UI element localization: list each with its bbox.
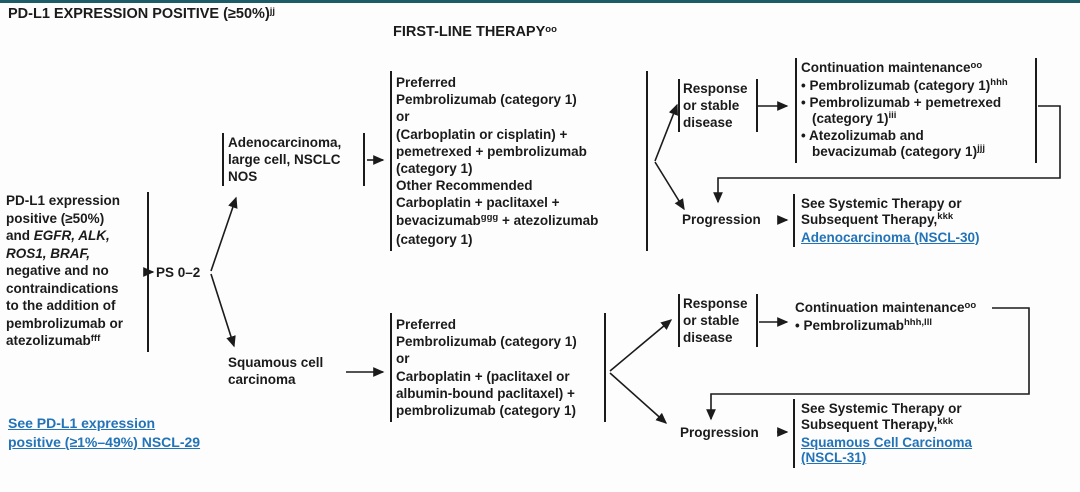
squamous-label: Squamous cell carcinoma bbox=[228, 354, 323, 388]
text-segment: Continuation maintenance bbox=[795, 300, 965, 315]
text-segment: disease bbox=[683, 330, 733, 345]
text-segment: negative and no bbox=[6, 263, 109, 278]
connector-preferred-bottom-to-progression bbox=[609, 372, 668, 424]
progression-bottom-label: Progression bbox=[680, 424, 759, 441]
text-segment: Other Recommended bbox=[396, 178, 533, 194]
text-segment: atezolizumab bbox=[6, 333, 91, 348]
text-segment: kkk bbox=[937, 416, 954, 428]
text-segment: Progression bbox=[682, 212, 761, 227]
link-nscl-31[interactable]: Squamous Cell Carcinoma bbox=[801, 434, 973, 450]
text-segment: • Pembrolizumab bbox=[795, 317, 904, 333]
text-segment: Pembrolizumab (category 1) bbox=[396, 334, 577, 350]
text-segment: Response bbox=[683, 81, 748, 96]
text-segment: ROS1, BRAF, bbox=[6, 245, 91, 261]
text-segment: to the addition of bbox=[6, 298, 116, 313]
text-segment: Preferred bbox=[396, 75, 457, 90]
text-segment: Pembrolizumab (category 1) bbox=[396, 92, 577, 108]
text-segment: hhh,lll bbox=[904, 317, 932, 328]
connector-ps-to-squamous bbox=[210, 273, 236, 348]
text-segment: Subsequent Therapy, bbox=[801, 211, 938, 227]
footer-nscl-29-link[interactable]: See PD-L1 expression positive (≥1%–49%) N… bbox=[8, 414, 200, 452]
text-segment: positive (≥50%) bbox=[6, 210, 105, 226]
text-segment: hhh bbox=[990, 77, 1008, 88]
text-segment: (category 1) bbox=[396, 231, 473, 247]
text-segment: albumin-bound paclitaxel) + bbox=[396, 385, 575, 401]
text-segment: + atezolizumab bbox=[498, 212, 599, 228]
text-segment: (Carboplatin or cisplatin) + bbox=[396, 126, 568, 142]
text-segment: jj bbox=[269, 5, 276, 17]
link-nscl-31[interactable]: (NSCL-31) bbox=[801, 450, 867, 466]
text-segment: • Pembrolizumab (category 1) bbox=[801, 77, 991, 93]
response-bottom-box: Response or stable disease bbox=[678, 294, 758, 347]
text-segment: iii bbox=[888, 110, 897, 121]
text-segment: • Pembrolizumab + pemetrexed bbox=[801, 95, 1002, 110]
text-segment: carcinoma bbox=[228, 372, 296, 387]
connector-preferred-bottom-to-response bbox=[609, 319, 673, 372]
text-segment: FIRST-LINE THERAPY bbox=[393, 24, 546, 40]
text-segment: NOS bbox=[228, 169, 258, 184]
link-nscl-29[interactable]: See PD-L1 expression bbox=[8, 415, 156, 431]
text-segment: jjj bbox=[977, 143, 985, 154]
text-segment: PS 0–2 bbox=[156, 265, 201, 280]
link-nscl-29[interactable]: positive (≥1%–49%) NSCL-29 bbox=[8, 434, 201, 450]
text-segment: or bbox=[396, 351, 410, 367]
connector-ps-to-adeno bbox=[210, 196, 238, 272]
text-segment: Progression bbox=[680, 425, 759, 440]
connector-preferred-top-to-progression bbox=[654, 161, 685, 211]
text-segment: PD-L1 expression bbox=[6, 193, 121, 208]
text-segment: (category 1) bbox=[812, 110, 889, 126]
maintenance-adeno-box: Continuation maintenanceoo • Pembrolizuma… bbox=[795, 58, 1037, 163]
text-segment: EGFR, ALK, bbox=[33, 228, 110, 243]
text-segment: Squamous cell bbox=[228, 355, 324, 370]
text-segment: oo bbox=[970, 59, 983, 71]
text-segment: kkk bbox=[937, 211, 954, 223]
text-segment: Response bbox=[683, 296, 748, 311]
text-segment: See Systemic Therapy or bbox=[801, 196, 962, 211]
progression-top-label: Progression bbox=[682, 211, 761, 228]
text-segment: or stable bbox=[683, 98, 740, 113]
criteria-box: PD-L1 expression positive (≥50%) and EGFR,… bbox=[6, 192, 149, 352]
text-segment: ggg bbox=[480, 212, 499, 224]
text-segment: oo bbox=[545, 23, 557, 35]
connector-preferred-top-to-response bbox=[654, 103, 678, 162]
maintenance-squamous-box: Continuation maintenanceoo • Pembrolizuma… bbox=[795, 300, 976, 335]
text-segment: • Atezolizumab and bbox=[801, 128, 924, 143]
text-segment: fff bbox=[90, 332, 101, 344]
text-segment: Continuation maintenance bbox=[801, 60, 971, 75]
text-segment: pembrolizumab or bbox=[6, 315, 124, 331]
text-segment: large cell, NSCLC bbox=[228, 152, 341, 167]
text-segment: Preferred bbox=[396, 317, 457, 332]
ps-label: PS 0–2 bbox=[156, 264, 200, 281]
text-segment: or bbox=[396, 109, 410, 125]
text-segment: bevacizumab (category 1) bbox=[812, 143, 978, 159]
text-segment: bevacizumab bbox=[396, 212, 481, 228]
text-segment: disease bbox=[683, 115, 733, 130]
response-top-box: Response or stable disease bbox=[678, 79, 758, 132]
adenocarcinoma-box: Adenocarcinoma, large cell, NSCLC NOS bbox=[222, 133, 365, 186]
page-title-left: PD-L1 EXPRESSION POSITIVE (≥50%)jj bbox=[8, 6, 275, 24]
text-segment: oo bbox=[964, 299, 977, 311]
top-border bbox=[0, 0, 1080, 3]
text-segment: Subsequent Therapy, bbox=[801, 416, 938, 432]
text-segment: Carboplatin + paclitaxel + bbox=[396, 195, 560, 211]
text-segment: Adenocarcinoma, bbox=[228, 135, 342, 150]
text-segment: (category 1) bbox=[396, 161, 473, 177]
text-segment: or stable bbox=[683, 313, 740, 328]
text-segment: pembrolizumab (category 1) bbox=[396, 403, 577, 419]
text-segment: and bbox=[6, 228, 34, 243]
text-segment: See Systemic Therapy or bbox=[801, 401, 962, 416]
text-segment: contraindications bbox=[6, 280, 119, 296]
page-title-right: FIRST-LINE THERAPYoo bbox=[393, 24, 557, 42]
link-nscl-30[interactable]: Adenocarcinoma (NSCL-30) bbox=[801, 229, 980, 245]
text-segment: pemetrexed + pembrolizumab bbox=[396, 143, 587, 159]
text-segment: PD-L1 EXPRESSION POSITIVE (≥50%) bbox=[8, 6, 270, 22]
text-segment: Carboplatin + (paclitaxel or bbox=[396, 368, 570, 384]
